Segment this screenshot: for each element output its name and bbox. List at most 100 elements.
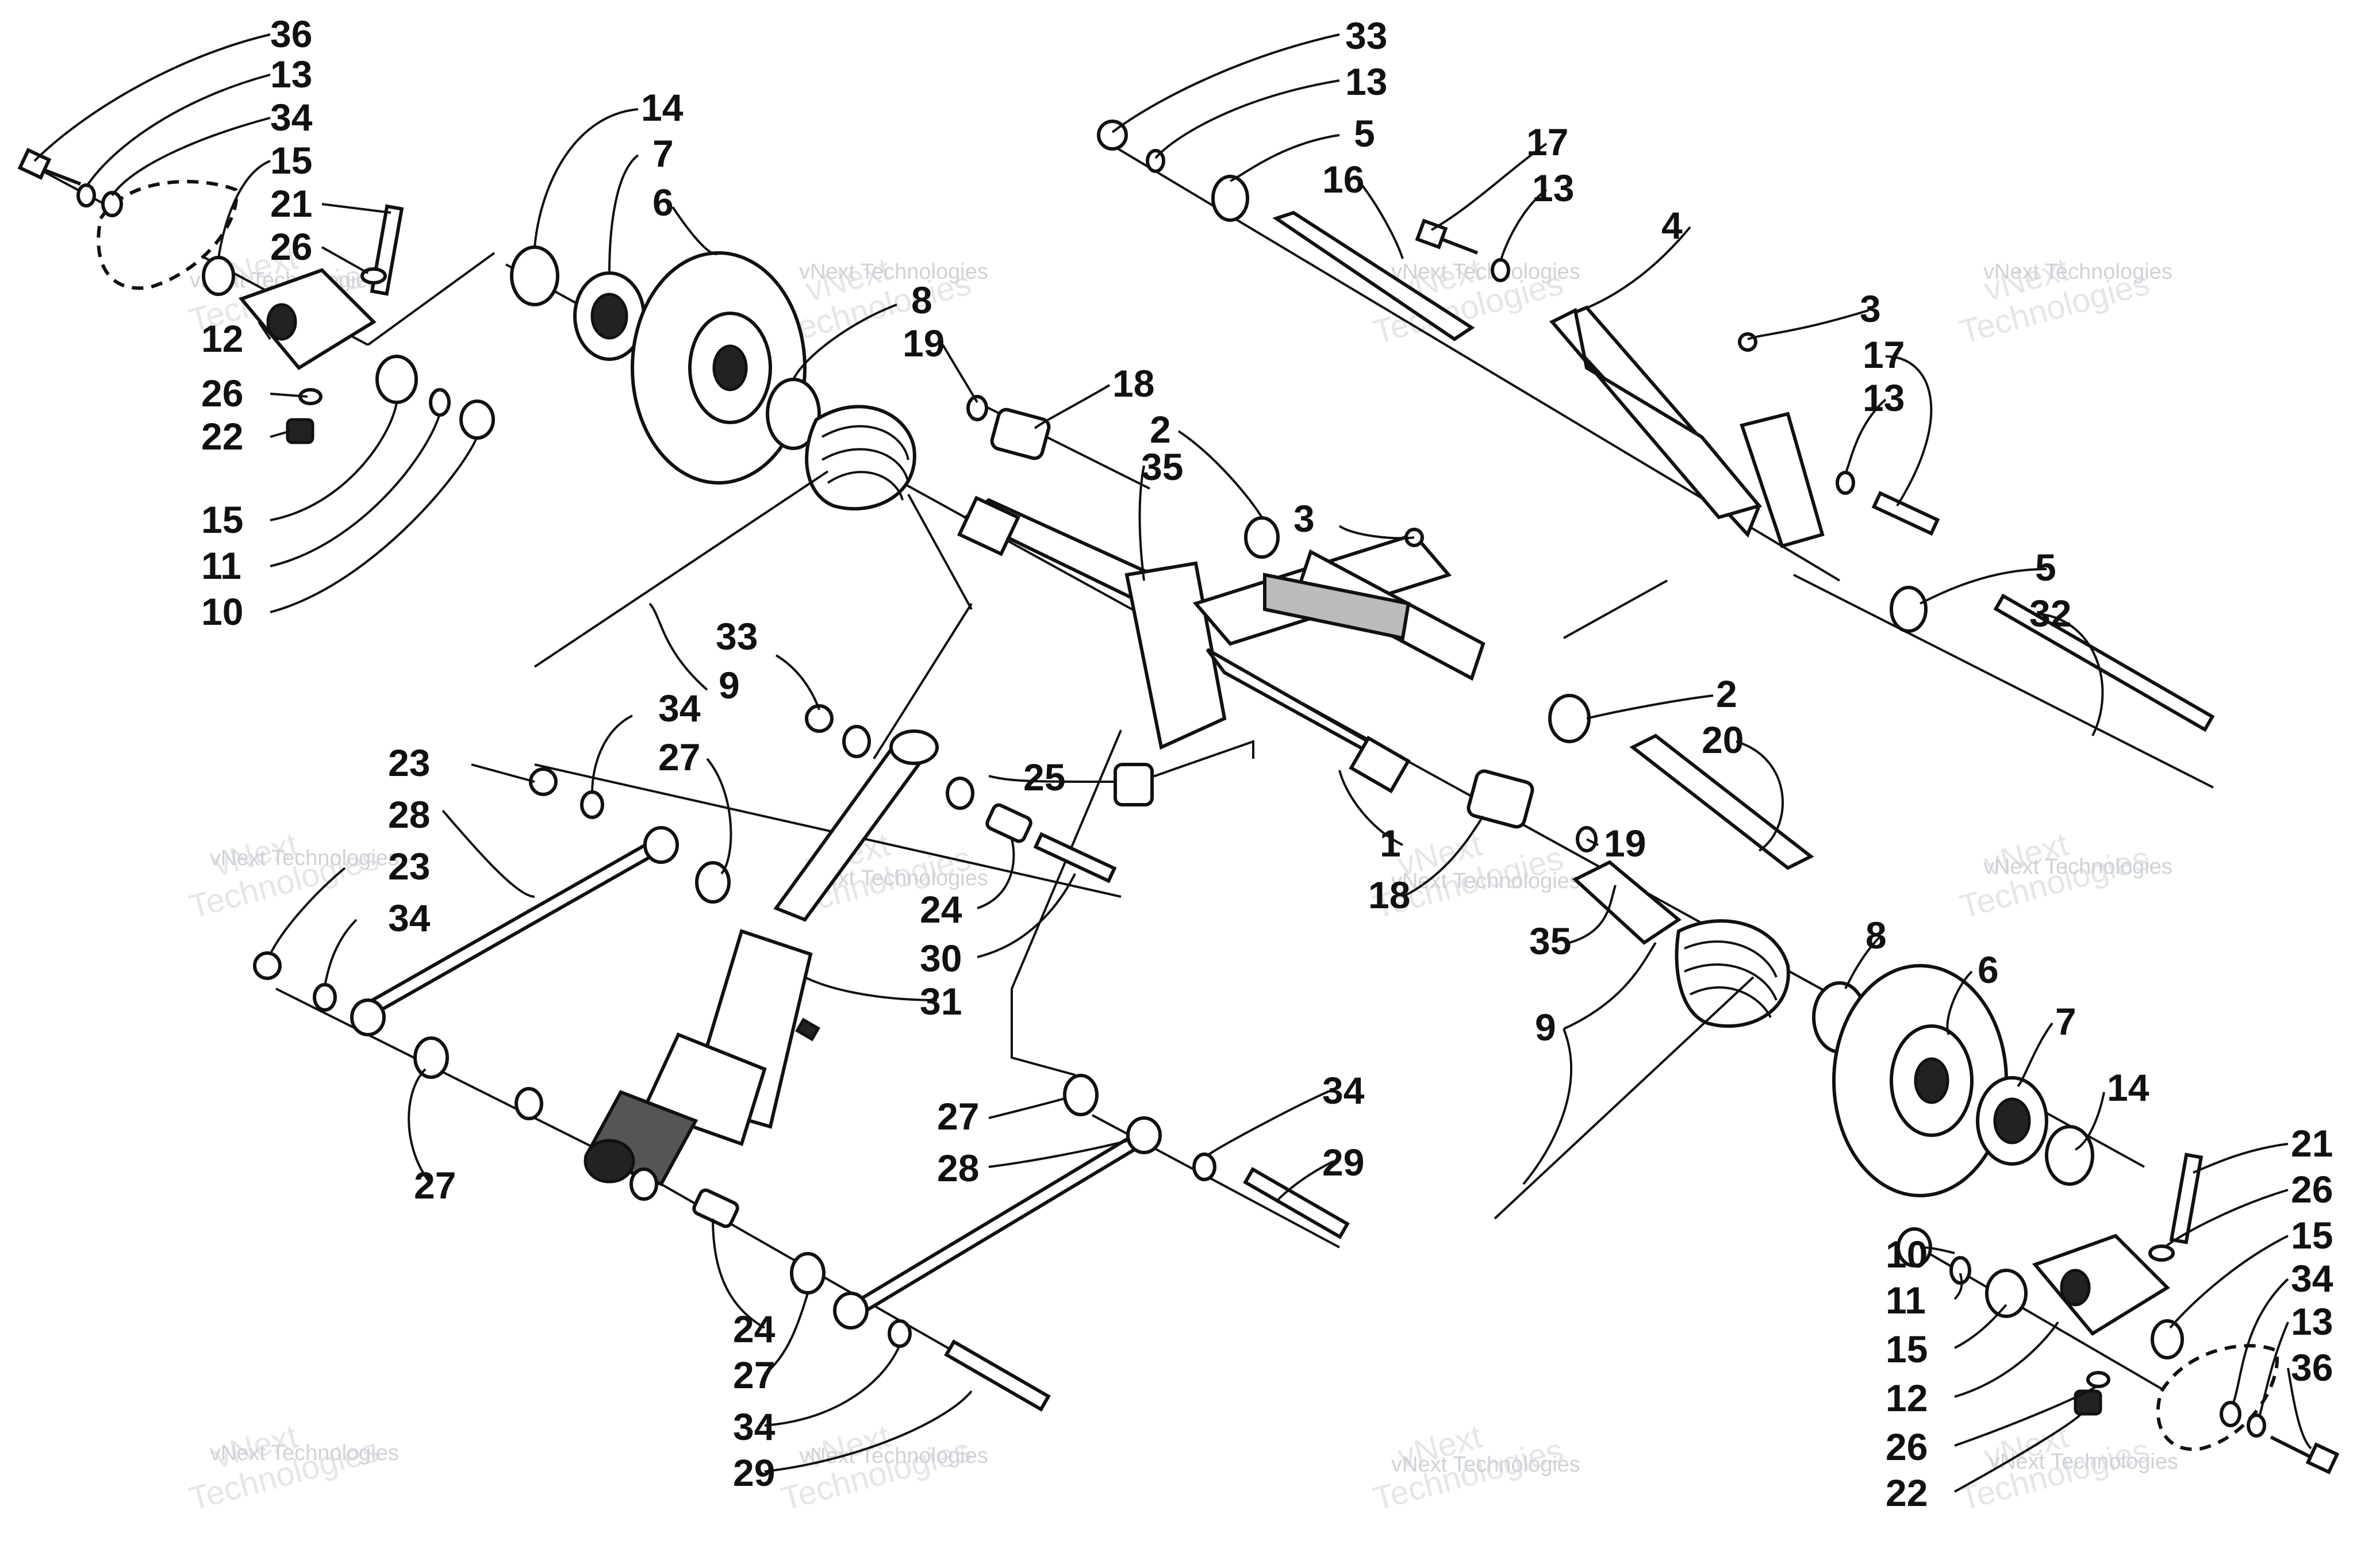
callout-34: 34 (733, 1405, 776, 1448)
torsion-spring-left (533, 405, 973, 668)
idler-arm-12-left (238, 268, 377, 370)
pivot-shaft-35-left (957, 495, 1182, 612)
callout-2: 2 (1716, 673, 1737, 715)
washer-13-right (2247, 1413, 2266, 1438)
callout-21: 21 (270, 182, 312, 225)
watermark-small: vNext Technologies (799, 1444, 988, 1468)
callout-7: 7 (652, 132, 674, 175)
watermark: vNext Technologies (1956, 251, 2153, 351)
callout-8: 8 (911, 279, 932, 321)
callout-28: 28 (937, 1147, 979, 1189)
spacer-14-left (510, 245, 559, 306)
callout-27: 27 (658, 736, 700, 778)
watermark-small: vNext Technologies (799, 260, 988, 284)
torsion-spring-right (1494, 919, 1790, 1220)
callout-15: 15 (2291, 1214, 2333, 1257)
callout-18: 18 (1368, 874, 1410, 916)
callout-6: 6 (1978, 948, 1999, 991)
callout-15: 15 (201, 498, 243, 541)
washer-11-right (1949, 1256, 1971, 1285)
callout-13: 13 (1345, 60, 1387, 103)
washer-34-right (2220, 1401, 2241, 1427)
callout-18: 18 (1112, 362, 1154, 405)
bushing-15-right-b (2151, 1319, 2184, 1359)
washer-13-upper-b (1491, 258, 1510, 282)
washer-26-right-top (2148, 1244, 2175, 1262)
bushing-15-right (1985, 1269, 2028, 1318)
callout-4: 4 (1661, 204, 1683, 247)
callout-29: 29 (733, 1451, 775, 1494)
callout-33: 33 (716, 615, 758, 658)
callout-16: 16 (1322, 158, 1364, 201)
callout-22: 22 (201, 415, 243, 458)
leader-lines (33, 33, 2312, 1493)
callout-26: 26 (2291, 1168, 2333, 1211)
washer-13-left (76, 183, 96, 208)
callout-9: 9 (1535, 1006, 1556, 1048)
callout-24: 24 (733, 1308, 776, 1350)
shaft-20 (1629, 733, 1814, 870)
shock-grommet-top-b (946, 777, 974, 810)
callout-12: 12 (1886, 1377, 1928, 1419)
callout-35: 35 (1529, 920, 1571, 962)
callout-1: 1 (1380, 822, 1401, 865)
callout-3: 3 (1860, 287, 1881, 330)
bushing-27-left (413, 1036, 449, 1079)
callout-17: 17 (1863, 333, 1905, 376)
bushing-2-lower (1548, 694, 1591, 743)
callout-15: 15 (1886, 1328, 1928, 1370)
callout-14: 14 (2107, 1066, 2149, 1109)
callout-9: 9 (719, 664, 740, 706)
bolt-32 (1993, 593, 2215, 732)
shock-grommet-top (842, 725, 871, 758)
callouts: 36 13 34 15 21 26 12 26 22 15 11 10 14 7… (201, 13, 2333, 1514)
callout-36: 36 (270, 13, 312, 55)
callout-13: 13 (1532, 167, 1574, 209)
callout-23: 23 (388, 742, 430, 784)
watermark-small: vNext Technologies (1391, 260, 1580, 284)
callout-32: 32 (2029, 592, 2071, 635)
callout-10: 10 (1886, 1233, 1928, 1276)
bolt-36-left (17, 148, 82, 186)
callout-3: 3 (1293, 497, 1315, 540)
bolt-29-lower (944, 1339, 1051, 1412)
lock-washer-34-left (101, 191, 123, 217)
callout-6: 6 (652, 181, 674, 224)
link-28-upper (350, 826, 679, 1036)
callout-7: 7 (2055, 1000, 2076, 1043)
bushing-27-lower-center (1063, 1074, 1099, 1116)
callout-22: 22 (1886, 1472, 1928, 1514)
bearing-7-right-inner (1993, 1097, 2031, 1144)
callout-36: 36 (2291, 1346, 2333, 1389)
callout-30: 30 (920, 937, 962, 979)
callout-2: 2 (1150, 408, 1171, 451)
idler-wheel-6-left-bore (712, 344, 748, 391)
callout-34: 34 (658, 687, 701, 729)
callout-33: 33 (1345, 14, 1387, 57)
bushing-27-upper (695, 861, 731, 904)
bearing-7-left-inner (590, 293, 628, 340)
spacer-25 (1114, 763, 1154, 806)
callout-34: 34 (2291, 1257, 2333, 1300)
callout-21: 21 (2291, 1122, 2333, 1165)
washer-34-upper (580, 790, 604, 819)
watermark-small: vNext Technologies (1989, 1450, 2178, 1474)
cap-10-left (459, 399, 495, 440)
callout-34: 34 (1322, 1069, 1365, 1112)
callout-23: 23 (388, 845, 430, 888)
callout-13: 13 (2291, 1300, 2333, 1343)
link-28-lower (833, 1116, 1162, 1330)
watermark-small: vNext Technologies (1983, 260, 2172, 284)
bushing-2-upper (1244, 516, 1280, 559)
callout-34: 34 (388, 897, 431, 939)
callout-11: 11 (201, 544, 241, 587)
callout-12: 12 (201, 317, 243, 360)
washer-34-lower-right (1192, 1153, 1216, 1181)
callout-26: 26 (1886, 1426, 1928, 1468)
callout-26: 26 (270, 225, 312, 268)
callout-31: 31 (920, 980, 962, 1023)
shock-grommet-bottom-b (629, 1167, 658, 1201)
callout-19: 19 (903, 322, 945, 364)
callout-13: 13 (270, 53, 312, 95)
